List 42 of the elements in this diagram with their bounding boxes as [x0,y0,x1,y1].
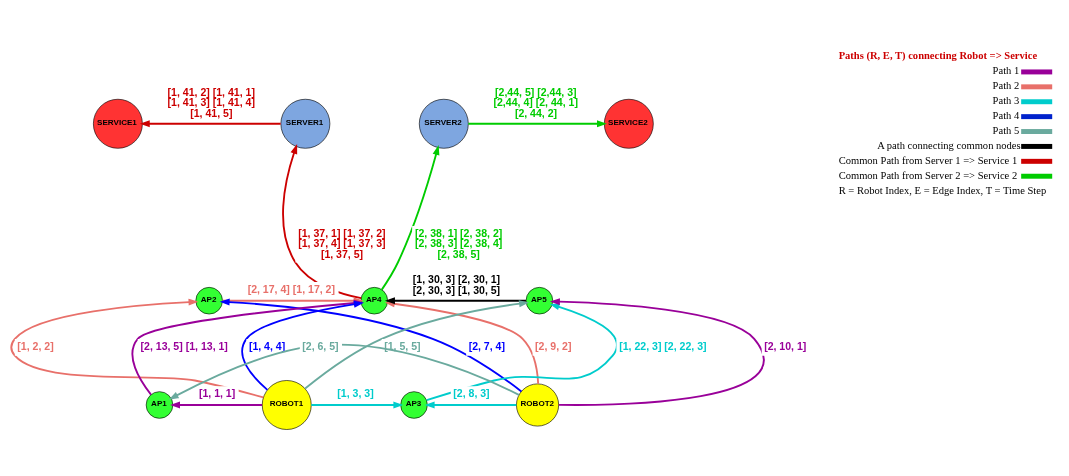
label: Paths (R, E, T) connecting Robot => Service [838,49,1038,61]
edge-label: [2, 30, 3] [1, 30, 5] [412,283,501,296]
edge-label: [2, 13, 5] [1, 13, 1] [140,339,228,352]
arrow [10,298,265,399]
edge-label: [1, 41, 3] [1, 41, 4] [167,96,255,109]
edge-label: [2,44, 4] [2, 44, 1] [493,96,578,109]
arrow [170,401,263,409]
legend-label: Path 1 [992,65,1020,77]
arrow [139,120,282,128]
arrow [549,298,764,406]
edge-label: [1, 2, 2] [17,339,54,352]
arrow [168,343,520,400]
edge-label: [2, 38, 1] [2, 38, 2] [414,226,503,239]
edge-label: [1, 37, 1] [1, 37, 2] [298,226,386,239]
edge-label: [1, 4, 4] [248,339,286,352]
edge-label: [2, 9, 2] [535,339,572,352]
edge-label: [1, 41, 2] [1, 41, 1] [167,85,255,98]
label: R = Robot Index, E = Edge Index, T = Time Step [838,184,1047,196]
legend-label: Common Path from Server 2 => Service 2 [838,169,1018,181]
edge-label: [2, 10, 1] [764,339,807,352]
edge-label: [2, 8, 3] [453,386,490,399]
edge-label: [2, 7, 4] [468,339,505,352]
edge-label: [1, 3, 3] [337,386,374,399]
arrow [310,401,404,409]
legend-label: Common Path from Server 1 => Service 1 [838,154,1018,166]
edge-label: [1, 22, 3] [2, 22, 3] [619,339,707,352]
arrow [424,401,518,409]
arrow [385,297,527,305]
legend-label: Path 4 [992,110,1020,122]
legend-label: Path 3 [992,95,1020,107]
legend-label: Path 5 [992,125,1020,137]
edge-label: [2, 6, 5] [302,339,339,352]
edge-label: [1, 37, 5] [320,247,364,260]
legend-label: Path 2 [992,80,1020,92]
arrow [467,120,607,128]
edge-label: [1, 30, 3] [2, 30, 1] [412,273,501,286]
arrow [380,145,440,291]
edge-label: [2, 38, 5] [437,247,480,260]
edge-label: [1, 1, 1] [198,386,236,399]
edge-label: [2,44, 5] [2,44, 3] [495,85,577,98]
legend-label: A path connecting common nodes [877,139,1021,151]
edge-label: [2, 17, 4] [1, 17, 2] [247,282,335,295]
